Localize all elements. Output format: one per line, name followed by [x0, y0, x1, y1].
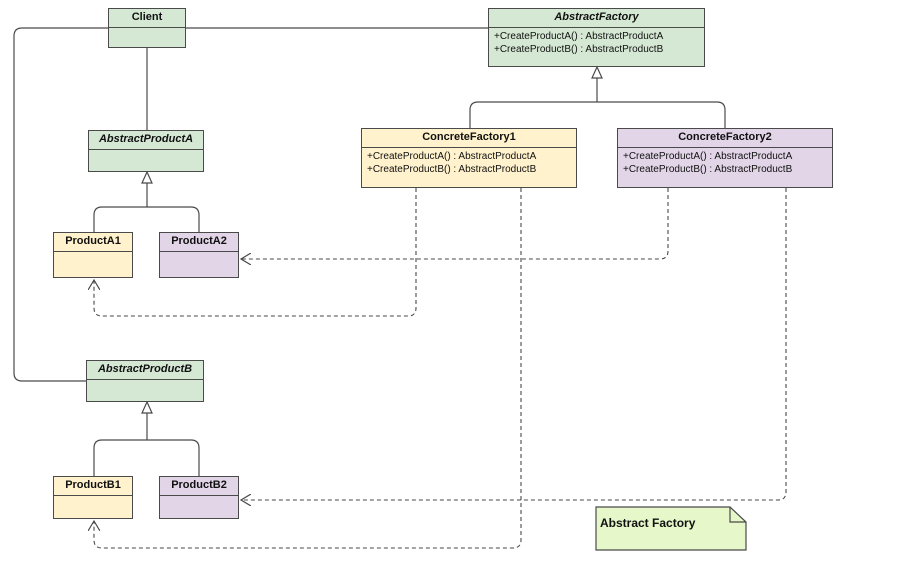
- note-fold: [729, 507, 746, 523]
- class-concrete-factory-2[interactable]: ConcreteFactory2 +CreateProductA() : Abs…: [617, 128, 833, 188]
- method: +CreateProductB() : AbstractProductB: [367, 164, 537, 175]
- factory1-creates-product-a1: [94, 188, 417, 317]
- product-b-inheritance-connector: [93, 413, 200, 476]
- method-list: +CreateProductA() : AbstractProductA +Cr…: [362, 148, 576, 176]
- class-concrete-factory-1[interactable]: ConcreteFactory1 +CreateProductA() : Abs…: [361, 128, 577, 188]
- class-name: ProductB2: [160, 477, 238, 496]
- client-product-b-association: [13, 27, 108, 382]
- factory2-creates-product-a2: [241, 188, 669, 259]
- method-list: +CreateProductA() : AbstractProductA +Cr…: [618, 148, 832, 176]
- method: +CreateProductB() : AbstractProductB: [623, 164, 793, 175]
- factory1-creates-product-b1: [94, 188, 522, 549]
- method: +CreateProductA() : AbstractProductA: [494, 31, 664, 42]
- factory2-creates-product-b2: [241, 188, 787, 500]
- class-name: AbstractProductA: [89, 131, 203, 150]
- note-shape: [595, 506, 747, 551]
- method: +CreateProductA() : AbstractProductA: [367, 151, 537, 162]
- class-abstract-product-b[interactable]: AbstractProductB: [86, 360, 204, 402]
- class-name: AbstractProductB: [87, 361, 203, 380]
- product-a-inheritance-arrow: [141, 170, 153, 184]
- class-abstract-product-a[interactable]: AbstractProductA: [88, 130, 204, 172]
- class-name: Client: [109, 9, 185, 28]
- class-name: ConcreteFactory2: [618, 129, 832, 148]
- class-name: AbstractFactory: [489, 9, 704, 28]
- class-name: ProductB1: [54, 477, 132, 496]
- class-product-b2[interactable]: ProductB2: [159, 476, 239, 519]
- method-list: +CreateProductA() : AbstractProductA +Cr…: [489, 28, 704, 56]
- product-a-inheritance-connector: [93, 183, 200, 232]
- class-product-a2[interactable]: ProductA2: [159, 232, 239, 278]
- class-product-b1[interactable]: ProductB1: [53, 476, 133, 519]
- factory-inheritance-connector: [469, 78, 726, 128]
- method: +CreateProductB() : AbstractProductB: [494, 44, 664, 55]
- class-name: ConcreteFactory1: [362, 129, 576, 148]
- class-name: ProductA2: [160, 233, 238, 252]
- factory-inheritance-arrow: [591, 65, 603, 79]
- method: +CreateProductA() : AbstractProductA: [623, 151, 793, 162]
- class-name: ProductA1: [54, 233, 132, 252]
- class-product-a1[interactable]: ProductA1: [53, 232, 133, 278]
- note-label: Abstract Factory: [600, 516, 696, 530]
- product-b-inheritance-arrow: [141, 400, 153, 414]
- class-abstract-factory[interactable]: AbstractFactory +CreateProductA() : Abst…: [488, 8, 705, 67]
- class-client[interactable]: Client: [108, 8, 186, 48]
